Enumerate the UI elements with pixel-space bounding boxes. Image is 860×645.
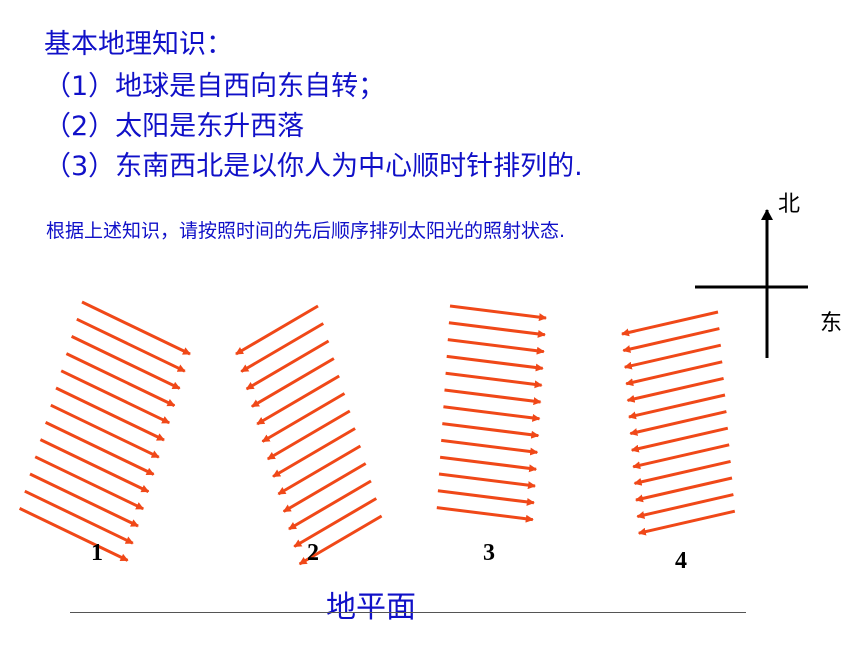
sunlight-arrow — [298, 514, 383, 566]
ground-label: 地平面 — [326, 590, 416, 625]
sunlight-arrow — [447, 338, 545, 355]
compass-north-label: 北 — [778, 192, 801, 217]
sunlight-arrow — [293, 497, 378, 548]
sunlight-arrow — [282, 462, 367, 513]
sunlight-arrow — [622, 327, 720, 353]
sunlight-arrow — [256, 374, 340, 426]
sunlight-arrow — [444, 388, 542, 406]
group-label-1: 1 — [91, 540, 103, 566]
fact-2: （2）太阳是东升西落 — [44, 111, 305, 142]
sunlight-arrow — [235, 304, 319, 356]
sunlight-arrow — [34, 455, 145, 511]
arrow-group-1 — [18, 300, 191, 562]
sunlight-arrow — [65, 352, 176, 407]
compass-east-label: 东 — [820, 311, 843, 336]
fact-1: （1）地球是自西向东自转； — [44, 71, 386, 102]
sunlight-arrow — [438, 472, 536, 490]
sunlight-arrow — [277, 444, 362, 496]
sunlight-arrow — [635, 476, 733, 503]
sunlight-arrow — [261, 392, 346, 443]
sunlight-arrow — [441, 438, 539, 456]
sunlight-arrow — [55, 386, 165, 442]
sunlight-arrow — [70, 335, 181, 390]
sunlight-arrow — [442, 422, 540, 439]
sunlight-arrow — [628, 393, 726, 420]
sunlight-arrow — [436, 506, 534, 523]
sunlight-arrow — [625, 360, 723, 387]
sunlight-arrow — [245, 339, 330, 391]
sunlight-arrow — [39, 438, 150, 493]
sunlight-arrow — [443, 405, 541, 422]
arrow-group-4 — [621, 310, 736, 536]
sunlight-arrow — [439, 455, 538, 473]
sunlight-arrow — [50, 403, 160, 459]
group-label-4: 4 — [675, 548, 687, 574]
sunlight-arrow — [288, 479, 372, 531]
sunlight-arrow — [629, 410, 727, 436]
sunlight-arrow — [636, 493, 734, 519]
sunlight-arrow — [445, 371, 543, 389]
sunlight-arrow — [621, 310, 719, 337]
sunlight-arrow — [633, 459, 731, 486]
sunlight-arrow — [29, 472, 139, 528]
sunlight-arrow — [272, 427, 356, 478]
sunlight-arrow — [24, 489, 134, 545]
sunlight-arrow — [251, 357, 335, 408]
sunlight-arrow — [637, 509, 736, 536]
arrow-group-2 — [235, 304, 383, 566]
instruction-text: 根据上述知识，请按照时间的先后顺序排列太阳光的照射状态. — [46, 220, 566, 242]
sunlight-arrow — [630, 426, 729, 453]
sunlight-arrow — [44, 421, 155, 476]
sunlight-arrow — [623, 343, 722, 370]
sunlight-arrow — [76, 317, 186, 373]
arrow-group-3 — [436, 304, 547, 523]
group-label-3: 3 — [483, 540, 495, 566]
sunlight-arrow — [81, 300, 191, 356]
sunlight-arrow — [632, 443, 730, 470]
sunlight-arrow — [626, 376, 724, 403]
sunlight-arrow — [448, 321, 546, 338]
sunlight-arrow — [18, 507, 129, 562]
group-label-2: 2 — [307, 540, 319, 566]
sunlight-arrow — [446, 354, 544, 372]
sunlight-arrow — [266, 409, 351, 461]
ground-line — [70, 612, 746, 613]
sunlight-arrow — [60, 369, 171, 425]
sunlight-arrow — [437, 489, 535, 506]
compass — [695, 209, 808, 358]
heading: 基本地理知识： — [44, 29, 233, 60]
sunlight-arrow — [240, 322, 325, 373]
fact-3: （3）东南西北是以你人为中心顺时针排列的. — [44, 151, 583, 182]
sunlight-arrow — [449, 304, 547, 322]
